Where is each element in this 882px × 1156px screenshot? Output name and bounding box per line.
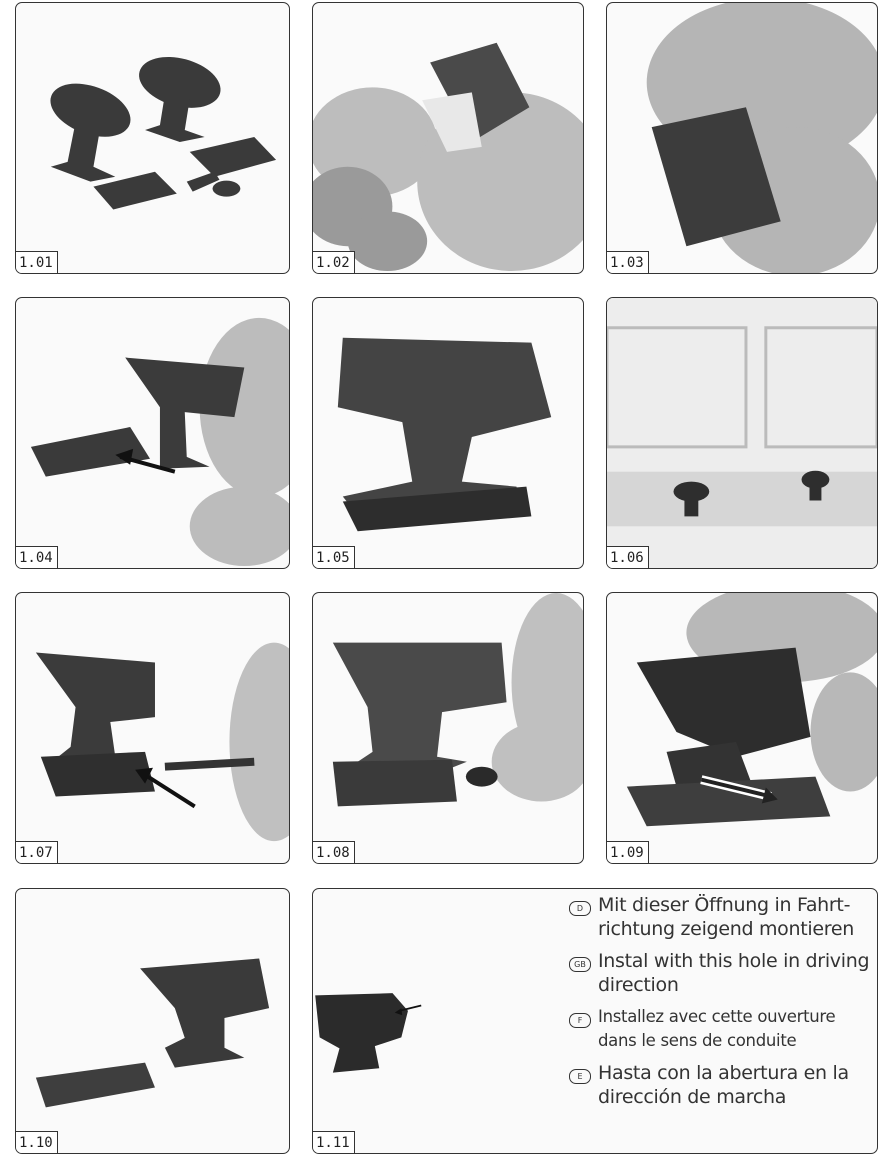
step-panel-1-07: 1.07 — [15, 592, 290, 864]
step-number: 1.06 — [606, 546, 649, 569]
step-number: 1.05 — [312, 546, 355, 569]
step-panel-1-09: 1.09 — [606, 592, 878, 864]
step-panel-1-01: 1.01 — [15, 2, 290, 274]
step-number: 1.02 — [312, 251, 355, 274]
step-panel-1-08: 1.08 — [312, 592, 584, 864]
illustration — [607, 593, 877, 863]
illustration — [607, 3, 877, 273]
legend-item-fr: F Installez avec cette ouverture dans le… — [561, 1005, 876, 1053]
step-number: 1.09 — [606, 841, 649, 864]
step-number: 1.04 — [15, 546, 58, 569]
illustration — [313, 3, 583, 273]
legend-text: Hasta con la abertura en la dirección de… — [598, 1061, 876, 1109]
step-number: 1.07 — [15, 841, 58, 864]
legend-text: Installez avec cette ouverture dans le s… — [598, 1005, 876, 1053]
illustration — [16, 298, 289, 568]
step-panel-1-04: 1.04 — [15, 297, 290, 569]
instruction-legend: D Mit dieser Öffnung in Fahrt-richtung z… — [561, 893, 876, 1117]
language-badge: E — [569, 1069, 591, 1084]
illustration — [16, 889, 289, 1153]
language-badge: D — [569, 901, 591, 916]
illustration — [16, 593, 289, 863]
step-panel-1-05: 1.05 — [312, 297, 584, 569]
illustration — [313, 298, 583, 568]
legend-text: Mit dieser Öffnung in Fahrt-richtung zei… — [598, 893, 876, 941]
step-panel-1-02: 1.02 — [312, 2, 584, 274]
language-badge: GB — [569, 957, 591, 972]
legend-text: Instal with this hole in driving directi… — [598, 949, 876, 997]
step-number: 1.03 — [606, 251, 649, 274]
legend-item-gb: GB Instal with this hole in driving dire… — [561, 949, 876, 997]
step-number: 1.01 — [15, 251, 58, 274]
illustration — [16, 3, 289, 273]
legend-item-es: E Hasta con la abertura en la dirección … — [561, 1061, 876, 1109]
step-number: 1.11 — [312, 1131, 355, 1154]
step-number: 1.10 — [15, 1131, 58, 1154]
language-badge: F — [569, 1013, 591, 1028]
illustration — [607, 298, 877, 568]
step-number: 1.08 — [312, 841, 355, 864]
legend-item-de: D Mit dieser Öffnung in Fahrt-richtung z… — [561, 893, 876, 941]
illustration — [313, 889, 563, 1153]
step-panel-1-10: 1.10 — [15, 888, 290, 1154]
illustration — [313, 593, 583, 863]
step-panel-1-03: 1.03 — [606, 2, 878, 274]
step-panel-1-06: 1.06 — [606, 297, 878, 569]
